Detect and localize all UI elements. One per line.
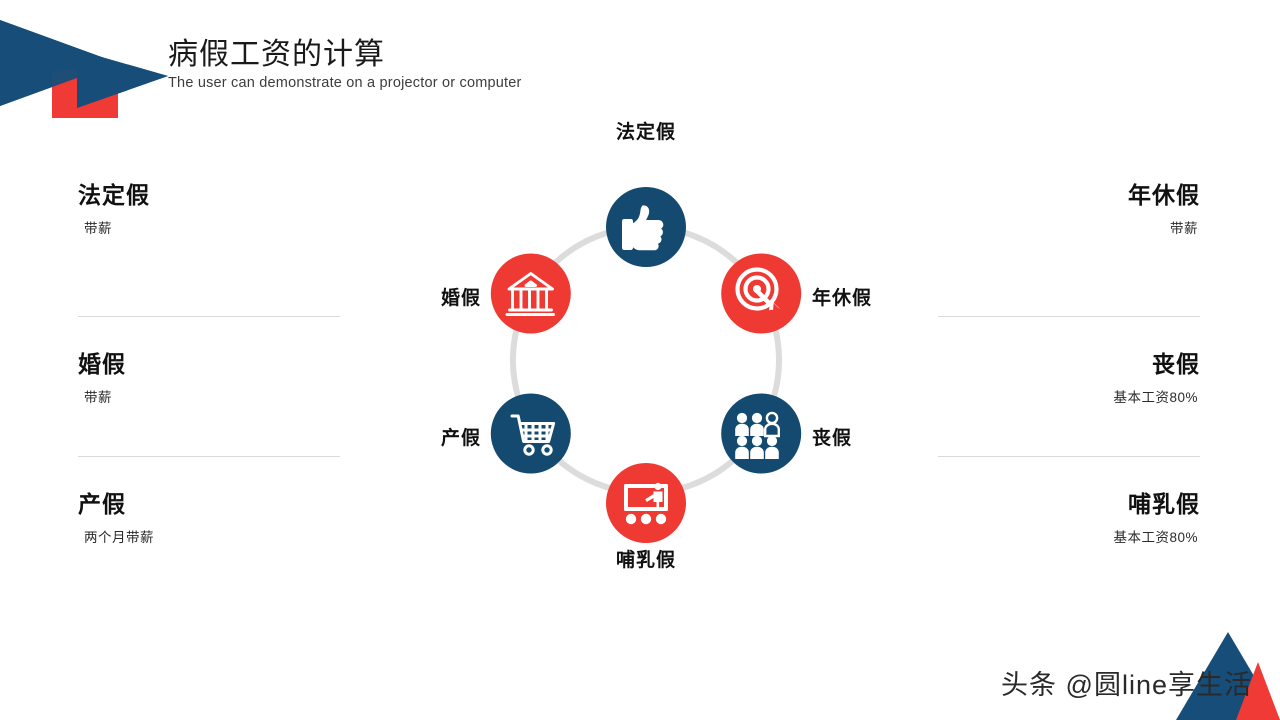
item-subtitle: 带薪 (84, 221, 112, 236)
diagram-node-2[interactable] (721, 253, 802, 334)
target-dart-icon (735, 267, 781, 312)
page-subtitle: The user can demonstrate on a projector … (168, 74, 522, 91)
header-decoration (0, 20, 168, 118)
diagram-node-6[interactable] (490, 253, 571, 334)
item-title: 丧假 (1152, 351, 1200, 377)
item-title: 法定假 (78, 182, 150, 208)
list-item[interactable]: 丧假 基本工资80% (938, 316, 1200, 456)
item-title: 产假 (78, 491, 126, 517)
item-title: 年休假 (1128, 182, 1200, 208)
item-subtitle: 基本工资80% (1113, 390, 1198, 405)
diagram-node-5[interactable] (490, 393, 571, 474)
list-item[interactable]: 哺乳假 基本工资80% (938, 456, 1200, 596)
circular-diagram: 法定假 年休假 丧假 哺乳假 产假 婚假 (390, 120, 910, 600)
diagram-node-4[interactable] (606, 463, 686, 543)
thumbs-up-icon (622, 205, 664, 251)
item-title: 婚假 (78, 351, 126, 377)
title-block: 病假工资的计算 The user can demonstrate on a pr… (168, 38, 522, 91)
people-group-icon (735, 411, 780, 459)
list-item[interactable]: 婚假 带薪 (78, 316, 340, 456)
watermark-text: 头条 @圆line享生活 (1001, 670, 1252, 700)
list-item[interactable]: 法定假 带薪 (78, 176, 340, 316)
item-subtitle: 带薪 (1170, 221, 1198, 236)
diagram-node-1[interactable] (606, 187, 686, 267)
footer-red-triangle (1236, 662, 1280, 720)
footer-decoration (1176, 632, 1280, 720)
node-label-upper-left: 婚假 (440, 288, 481, 309)
node-label-lower-right: 丧假 (812, 428, 853, 449)
item-title: 哺乳假 (1128, 491, 1200, 517)
list-item[interactable]: 年休假 带薪 (938, 176, 1200, 316)
page-title: 病假工资的计算 (168, 38, 385, 71)
presentation-icon (624, 482, 668, 525)
diagram-node-3[interactable] (721, 393, 802, 474)
shopping-cart-icon (510, 414, 556, 456)
item-subtitle: 基本工资80% (1113, 530, 1198, 545)
bank-building-icon (505, 272, 555, 316)
list-item[interactable]: 产假 两个月带薪 (78, 456, 340, 596)
deco-blue-triangle-small-overlay (77, 50, 168, 108)
deco-blue-triangle-large-overlay (0, 20, 118, 106)
node-label-fading-top: 法定假 (615, 122, 676, 143)
left-detail-column: 法定假 带薪 婚假 带薪 产假 两个月带薪 (78, 176, 340, 596)
node-label-bottom: 哺乳假 (615, 550, 676, 571)
item-subtitle: 带薪 (84, 390, 112, 405)
node-label-upper-right: 年休假 (812, 288, 873, 309)
node-circle (490, 393, 571, 474)
node-label-lower-left: 产假 (440, 428, 481, 449)
item-subtitle: 两个月带薪 (84, 530, 154, 545)
right-detail-column: 年休假 带薪 丧假 基本工资80% 哺乳假 基本工资80% (938, 176, 1200, 596)
